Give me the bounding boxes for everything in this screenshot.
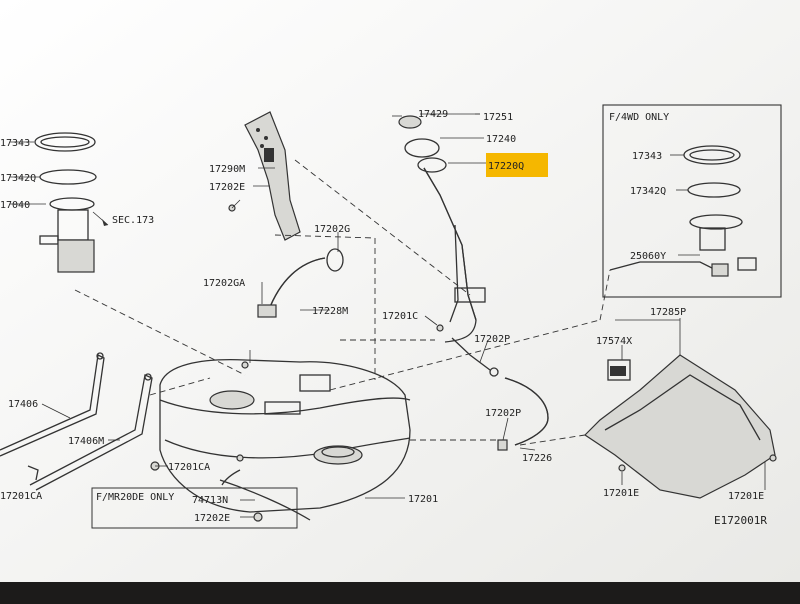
label-17406: 17406: [8, 399, 38, 410]
label-17202p-upper: 17202P: [474, 334, 510, 345]
label-17202p-lower: 17202P: [485, 408, 521, 419]
monitor-bezel: [0, 582, 800, 600]
label-reference-code: E172001R: [714, 514, 767, 527]
label-17202ga: 17202GA: [203, 278, 245, 289]
label-17202e-top: 17202E: [209, 182, 245, 193]
label-4wd-only: F/4WD ONLY: [609, 112, 669, 123]
heat-insulator-74713n: [219, 479, 311, 521]
label-17201: 17201: [408, 494, 438, 505]
fuel-pump-group-left: [34, 132, 109, 273]
label-17201c: 17201C: [382, 311, 418, 322]
label-17285p: 17285P: [650, 307, 686, 318]
part-labels: 17343 17342Q 17040 SEC.173 17290M 17202E…: [0, 109, 767, 527]
label-17040: 17040: [0, 200, 30, 211]
label-17226: 17226: [522, 453, 552, 464]
highlight-17220q: [486, 153, 548, 177]
vent-hose-17226: [497, 377, 549, 451]
label-17342q-left: 17342Q: [0, 173, 36, 184]
4wd-only-box: [602, 104, 782, 298]
label-17342q-right: 17342Q: [630, 186, 666, 197]
protector-17285p: [584, 354, 777, 499]
label-17201ca-left: 17201CA: [0, 491, 42, 502]
filler-tube-17220q: [398, 115, 499, 377]
bracket-17290m: [228, 111, 301, 241]
label-sec173: SEC.173: [112, 215, 154, 226]
label-17202g: 17202G: [314, 224, 350, 235]
tank-straps: [0, 352, 168, 491]
label-17240: 17240: [486, 134, 516, 145]
mr20de-only-box: [91, 487, 298, 529]
label-17290m: 17290M: [209, 164, 245, 175]
leader-17406: [41, 403, 71, 419]
label-17406m: 17406M: [68, 436, 104, 447]
label-17201e-left: 17201E: [603, 488, 639, 499]
label-25060y: 25060Y: [630, 251, 666, 262]
label-17343-left: 17343: [0, 138, 30, 149]
label-17220q: 17220Q: [488, 161, 524, 172]
label-17429: 17429: [418, 109, 448, 120]
label-17201e-right: 17201E: [728, 491, 764, 502]
label-17343-right: 17343: [632, 151, 662, 162]
label-17201ca-center: 17201CA: [168, 462, 210, 473]
label-mr20de-only: F/MR20DE ONLY: [96, 492, 174, 503]
hose-17228m: [257, 248, 344, 318]
fuel-tank-17201: [159, 350, 411, 513]
label-74713n: 74713N: [192, 495, 228, 506]
label-17574x: 17574X: [596, 336, 632, 347]
label-17228m: 17228M: [312, 306, 348, 317]
label-17202e-bottom: 17202E: [194, 513, 230, 524]
dashed-connectors: [74, 159, 611, 446]
label-17251: 17251: [483, 112, 513, 123]
